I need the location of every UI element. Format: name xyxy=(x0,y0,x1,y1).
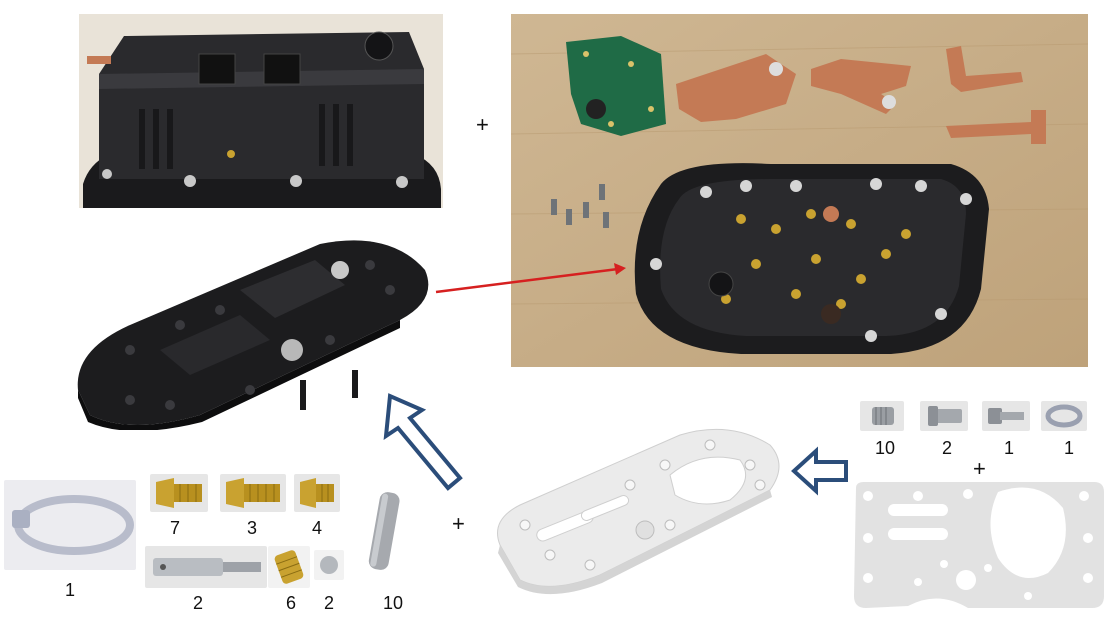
small-brass-insert xyxy=(268,546,310,588)
housing-photo xyxy=(79,14,443,208)
bushing-thumb xyxy=(920,401,968,431)
stud-qty: 1 xyxy=(1003,438,1014,458)
plus-sign-right: + xyxy=(973,456,986,481)
red-arrow xyxy=(435,263,626,294)
seal-ring-qty: 1 xyxy=(1063,438,1074,458)
frame-ring-part xyxy=(4,480,136,570)
stud-thumb xyxy=(982,401,1030,431)
sleeve-qty: 10 xyxy=(382,593,404,613)
carrier-plate-cad xyxy=(497,428,780,595)
small-brass-insert-qty: 6 xyxy=(285,593,296,613)
knurled-insert-thumb xyxy=(860,401,904,431)
plus-sign-bottom: + xyxy=(452,511,465,536)
brass-insert-c xyxy=(294,474,340,512)
blue-arrow-left xyxy=(791,446,848,496)
flat-plate-blank xyxy=(854,482,1104,608)
steel-pin-part xyxy=(145,546,267,588)
overmolded-housing-cad xyxy=(77,240,429,430)
blue-arrow-up xyxy=(383,393,463,491)
disc-qty: 2 xyxy=(323,593,334,613)
brass-insert-a-qty: 7 xyxy=(169,518,180,538)
steel-pin-qty: 2 xyxy=(192,593,203,613)
brass-insert-b-qty: 3 xyxy=(246,518,257,538)
plus-sign-top: + xyxy=(476,112,489,137)
bushing-qty: 2 xyxy=(941,438,952,458)
brass-insert-a xyxy=(150,474,208,512)
knurled-insert-qty: 10 xyxy=(874,438,896,458)
brass-insert-b xyxy=(220,474,286,512)
sleeve-part xyxy=(366,488,402,576)
seal-ring-thumb xyxy=(1041,401,1087,431)
brass-insert-c-qty: 4 xyxy=(311,518,322,538)
frame-ring-qty: 1 xyxy=(64,580,75,600)
disc-part xyxy=(314,550,344,580)
opened-housing-photo xyxy=(511,14,1088,367)
